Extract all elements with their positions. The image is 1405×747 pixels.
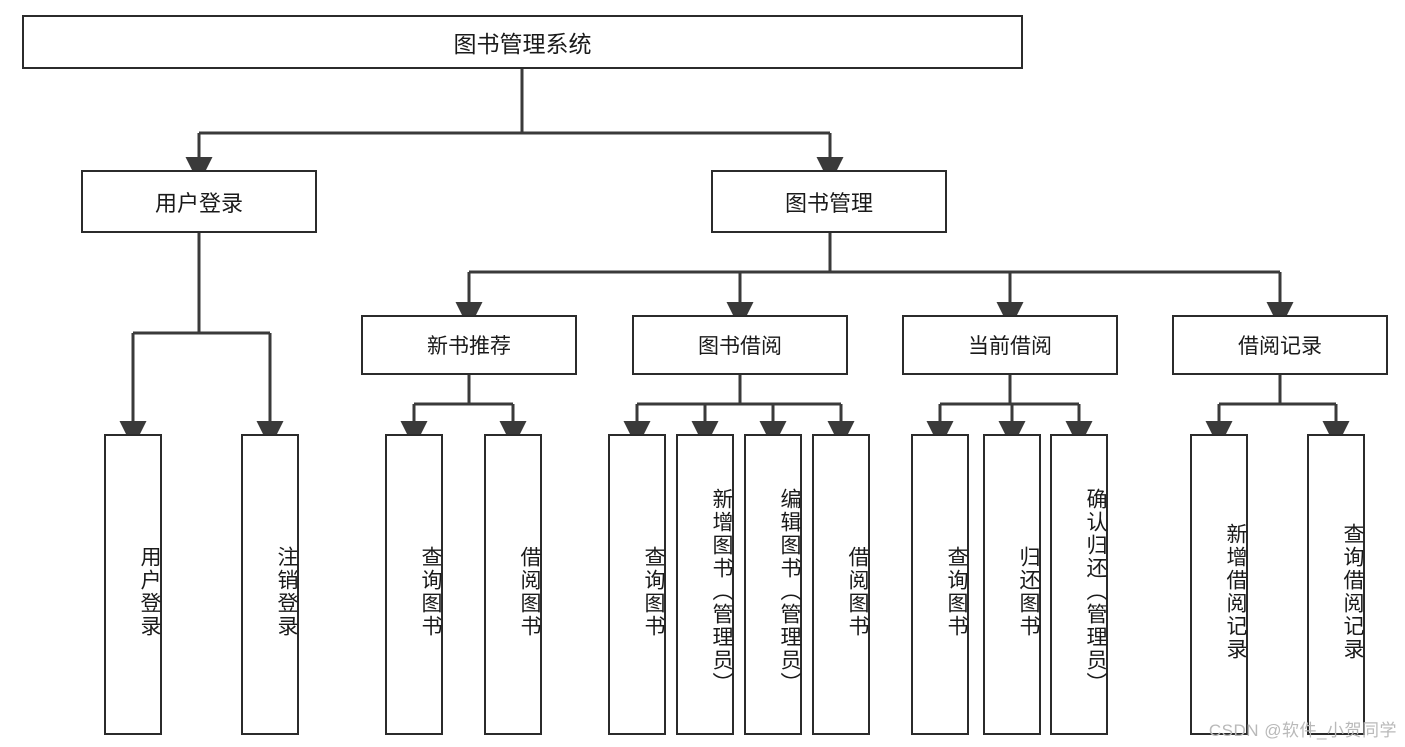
node-book-borrow-label: 图书借阅 (698, 335, 782, 358)
node-leaf-cur-confirm[interactable]: 确认归还（管理员） (1050, 434, 1108, 735)
node-book-manage[interactable]: 图书管理 (711, 170, 947, 233)
node-current-borrow-label: 当前借阅 (968, 335, 1052, 358)
node-borrow-record[interactable]: 借阅记录 (1172, 315, 1388, 375)
node-leaf-borrow-query-label: 查询图书 (642, 545, 665, 638)
node-borrow-record-label: 借阅记录 (1238, 335, 1322, 358)
node-leaf-rec-query[interactable]: 查询图书 (385, 434, 443, 735)
node-new-book-rec-label: 新书推荐 (427, 335, 511, 358)
node-leaf-user-login-label: 用户登录 (138, 545, 161, 638)
node-leaf-cur-query-label: 查询图书 (945, 545, 968, 638)
node-leaf-cur-confirm-label: 确认归还（管理员） (1084, 488, 1107, 695)
node-user-login[interactable]: 用户登录 (81, 170, 317, 233)
node-book-borrow[interactable]: 图书借阅 (632, 315, 848, 375)
node-leaf-borrow-edit-label: 编辑图书（管理员） (778, 488, 801, 695)
node-book-manage-label: 图书管理 (784, 190, 873, 216)
node-leaf-borrow-edit[interactable]: 编辑图书（管理员） (744, 434, 802, 735)
node-root-label: 图书管理系统 (453, 31, 592, 57)
node-new-book-rec[interactable]: 新书推荐 (361, 315, 577, 375)
node-user-login-label: 用户登录 (154, 190, 243, 216)
node-current-borrow[interactable]: 当前借阅 (902, 315, 1118, 375)
node-leaf-borrow-add-label: 新增图书（管理员） (710, 488, 733, 695)
node-leaf-rec-query2-label: 查询借阅记录 (1341, 522, 1364, 661)
node-leaf-borrow-query[interactable]: 查询图书 (608, 434, 666, 735)
watermark-text: CSDN @软件_小贺同学 (1208, 721, 1397, 740)
node-leaf-rec-query2[interactable]: 查询借阅记录 (1307, 434, 1365, 735)
node-leaf-borrow-do[interactable]: 借阅图书 (812, 434, 870, 735)
node-leaf-rec-query-label: 查询图书 (419, 545, 442, 638)
node-leaf-rec-add[interactable]: 新增借阅记录 (1190, 434, 1248, 735)
node-root[interactable]: 图书管理系统 (22, 15, 1023, 69)
node-leaf-borrow-add[interactable]: 新增图书（管理员） (676, 434, 734, 735)
node-leaf-cur-return[interactable]: 归还图书 (983, 434, 1041, 735)
node-leaf-user-logout[interactable]: 注销登录 (241, 434, 299, 735)
node-leaf-rec-borrow[interactable]: 借阅图书 (484, 434, 542, 735)
node-leaf-user-logout-label: 注销登录 (275, 545, 298, 638)
node-leaf-cur-query[interactable]: 查询图书 (911, 434, 969, 735)
node-leaf-rec-borrow-label: 借阅图书 (518, 545, 541, 638)
node-leaf-cur-return-label: 归还图书 (1017, 545, 1040, 638)
node-leaf-rec-add-label: 新增借阅记录 (1224, 522, 1247, 661)
node-leaf-borrow-do-label: 借阅图书 (846, 545, 869, 638)
node-leaf-user-login[interactable]: 用户登录 (104, 434, 162, 735)
